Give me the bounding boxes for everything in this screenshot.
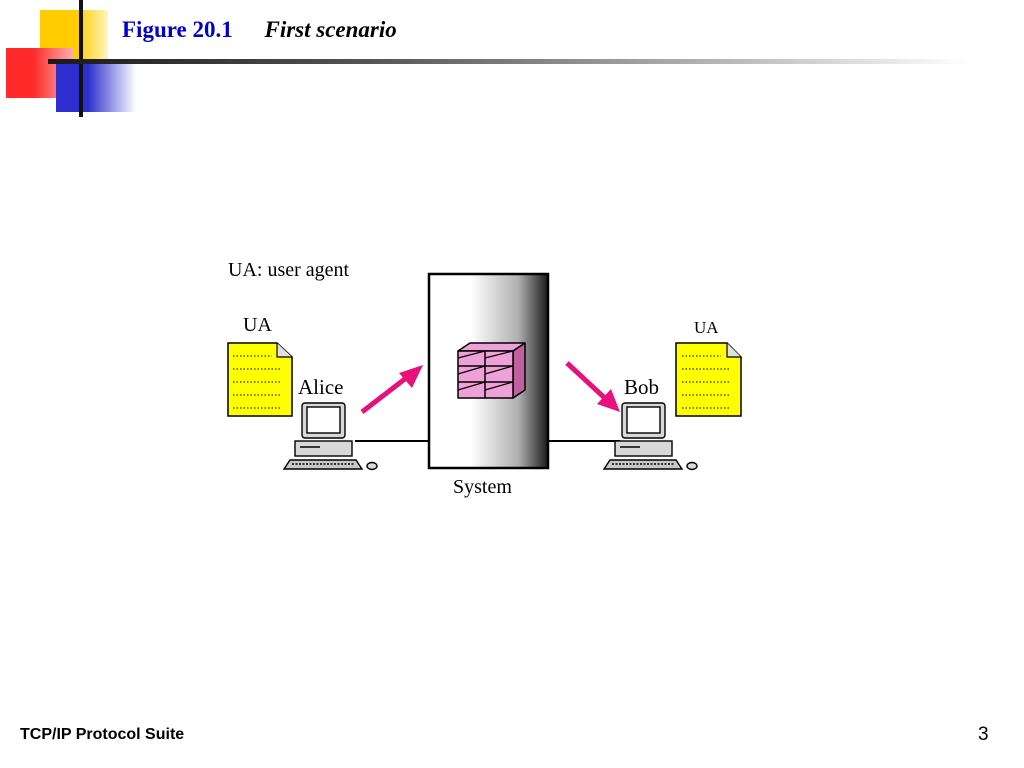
footer-page-number: 3: [978, 724, 989, 745]
left-ua-label: UA: [243, 314, 272, 336]
left-ua-document: [227, 342, 293, 417]
corner-decoration: [0, 0, 140, 120]
footer-course-title: TCP/IP Protocol Suite: [20, 726, 185, 743]
legend-text: UA: user agent: [228, 259, 350, 281]
send-arrow-icon: [360, 365, 423, 414]
system-label: System: [453, 476, 512, 498]
alice-label: Alice: [298, 375, 343, 399]
slide-title: Figure 20.1 First scenario: [122, 17, 397, 43]
bob-label: Bob: [624, 375, 659, 399]
vertical-rule-decoration: [79, 0, 83, 117]
bob-computer-icon: [602, 402, 698, 471]
right-ua-label: UA: [694, 318, 719, 337]
right-ua-document: [675, 342, 742, 417]
figure-title: First scenario: [264, 17, 397, 42]
figure-number: Figure 20.1: [122, 17, 233, 42]
alice-computer-icon: [282, 402, 378, 471]
title-underline: [48, 59, 968, 64]
receive-arrow-icon: [565, 361, 620, 412]
blue-square-decoration: [56, 64, 136, 112]
mailbox-icon: [457, 342, 526, 399]
